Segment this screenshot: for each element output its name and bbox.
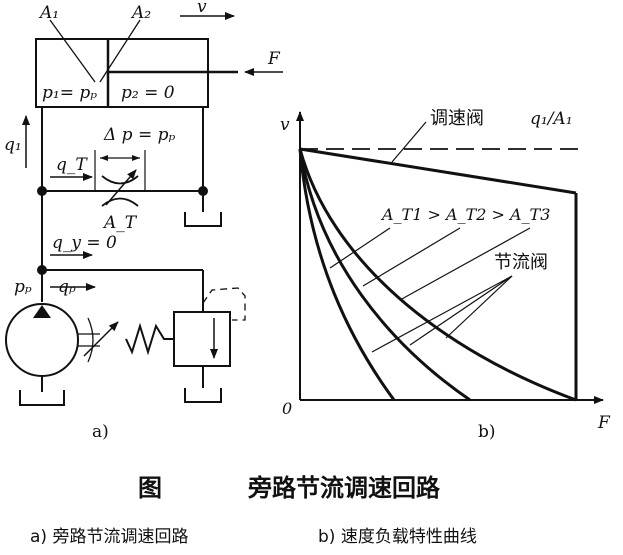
area-relation-label: A_T1 > A_T2 > A_T3 bbox=[380, 205, 550, 224]
junction-right bbox=[198, 186, 208, 196]
circuit-labels: A₁ A₂ v F p₁= pₚ p₂ = 0 q₁ q_T Δ p = pₚ … bbox=[4, 0, 281, 442]
leader-AT3 bbox=[399, 227, 531, 301]
label-pp: pₚ bbox=[14, 277, 32, 297]
caption-prefix: 图 bbox=[138, 474, 162, 502]
a2-leader bbox=[99, 19, 141, 83]
label-A2: A₂ bbox=[130, 3, 151, 23]
ideal-label: q₁/A₁ bbox=[530, 109, 573, 129]
characteristic-graph bbox=[296, 111, 604, 404]
leader-AT2 bbox=[362, 227, 461, 287]
label-p2: p₂ = 0 bbox=[121, 83, 175, 103]
caption-title: 旁路节流调速回路 bbox=[247, 474, 441, 502]
label-qp: qₚ bbox=[58, 277, 76, 297]
leader-throttle-2 bbox=[409, 275, 513, 346]
label-qy: q_y = 0 bbox=[52, 233, 117, 253]
axis-x-label: F bbox=[597, 413, 611, 433]
leader-AT1 bbox=[329, 227, 391, 269]
leader-throttle-1 bbox=[371, 275, 513, 353]
origin-label: 0 bbox=[282, 399, 292, 418]
relief-spring bbox=[125, 322, 174, 356]
leader-throttle-3 bbox=[445, 275, 513, 339]
regulator-curve bbox=[299, 147, 577, 195]
panel-label-b: b) bbox=[478, 422, 496, 442]
pump-outlet-triangle bbox=[33, 305, 51, 318]
leader-regulator bbox=[391, 121, 427, 163]
throttle-adjust-arrow bbox=[105, 169, 137, 206]
label-delta-p: Δ p = pₚ bbox=[103, 125, 175, 145]
throttle-curve-AT2 bbox=[298, 148, 471, 402]
label-load: F bbox=[267, 49, 281, 69]
dp-arrow-left bbox=[100, 155, 108, 161]
sub-caption-a: a) 旁路节流调速回路 bbox=[30, 527, 188, 547]
panel-label-a: a) bbox=[92, 422, 109, 442]
throttle-curve-AT1 bbox=[298, 148, 396, 401]
pump-variable-arrow bbox=[83, 321, 119, 357]
throttle-arc-top bbox=[101, 175, 139, 185]
label-AT: A_T bbox=[102, 213, 138, 233]
sub-caption-b: b) 速度负载特性曲线 bbox=[318, 527, 477, 547]
relief-valve bbox=[173, 311, 231, 367]
throttle-arc-bottom bbox=[101, 197, 139, 207]
circuit-diagram bbox=[5, 12, 283, 406]
dp-arrow-right bbox=[132, 155, 140, 161]
pump-shaft bbox=[78, 333, 100, 347]
tank-relief bbox=[184, 388, 222, 403]
label-A1: A₁ bbox=[38, 3, 59, 23]
pilot-line bbox=[202, 287, 246, 321]
throttle-curve-AT3 bbox=[298, 148, 577, 402]
tank-right bbox=[184, 212, 222, 227]
axis-y-label: v bbox=[280, 115, 290, 135]
label-q1: q₁ bbox=[4, 135, 22, 155]
a1-leader bbox=[49, 19, 96, 83]
junction-left bbox=[37, 186, 47, 196]
label-qT: q_T bbox=[56, 155, 88, 175]
graph-labels: v F 0 调速阀 q₁/A₁ A_T1 > A_T2 > A_T3 节流阀 b… bbox=[280, 108, 611, 442]
label-p1: p₁= pₚ bbox=[42, 83, 97, 103]
label-velocity: v bbox=[197, 0, 207, 17]
pump-drive-arc bbox=[87, 317, 94, 363]
throttle-label: 节流阀 bbox=[494, 252, 548, 273]
regulator-label: 调速阀 bbox=[430, 108, 484, 129]
captions: 图 旁路节流调速回路 a) 旁路节流调速回路 b) 速度负载特性曲线 bbox=[30, 474, 477, 547]
tank-pump bbox=[19, 390, 65, 406]
